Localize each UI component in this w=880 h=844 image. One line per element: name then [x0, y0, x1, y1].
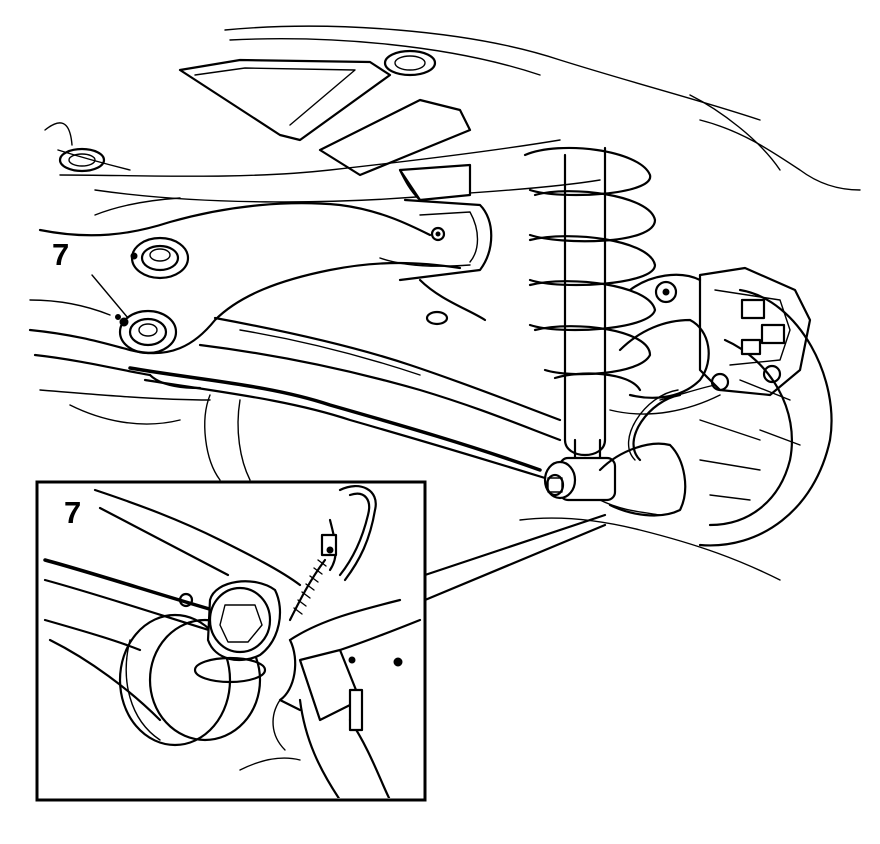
callout-label-main: 7 [52, 237, 69, 272]
brake-hose [628, 389, 682, 462]
body-edge-lower-right [519, 517, 781, 581]
brake-caliper [659, 266, 812, 401]
coil-spring [523, 146, 657, 392]
shock-absorber [558, 146, 617, 502]
callout-leader-inset [98, 506, 230, 577]
background-wheel-outline [69, 394, 251, 481]
callout-label-inset: 7 [64, 495, 81, 530]
inset-detail-box [35, 480, 427, 802]
wheel-knuckle [598, 273, 721, 517]
arm-mounting-bolt [543, 460, 577, 500]
subframe-crossmember [28, 197, 462, 401]
lower-control-arm [128, 316, 562, 480]
floor-bracket [58, 49, 472, 177]
crossmember-bolt-upper [130, 236, 190, 280]
inset-leader-lines [423, 513, 607, 602]
callout-leader-main [91, 274, 129, 319]
brake-disc [698, 288, 833, 547]
upper-arm-bracket [379, 163, 493, 326]
knuckle-edge-line [599, 499, 661, 516]
underbody-floor-panel [44, 25, 861, 203]
crossmember-bolt-lower [115, 309, 178, 355]
